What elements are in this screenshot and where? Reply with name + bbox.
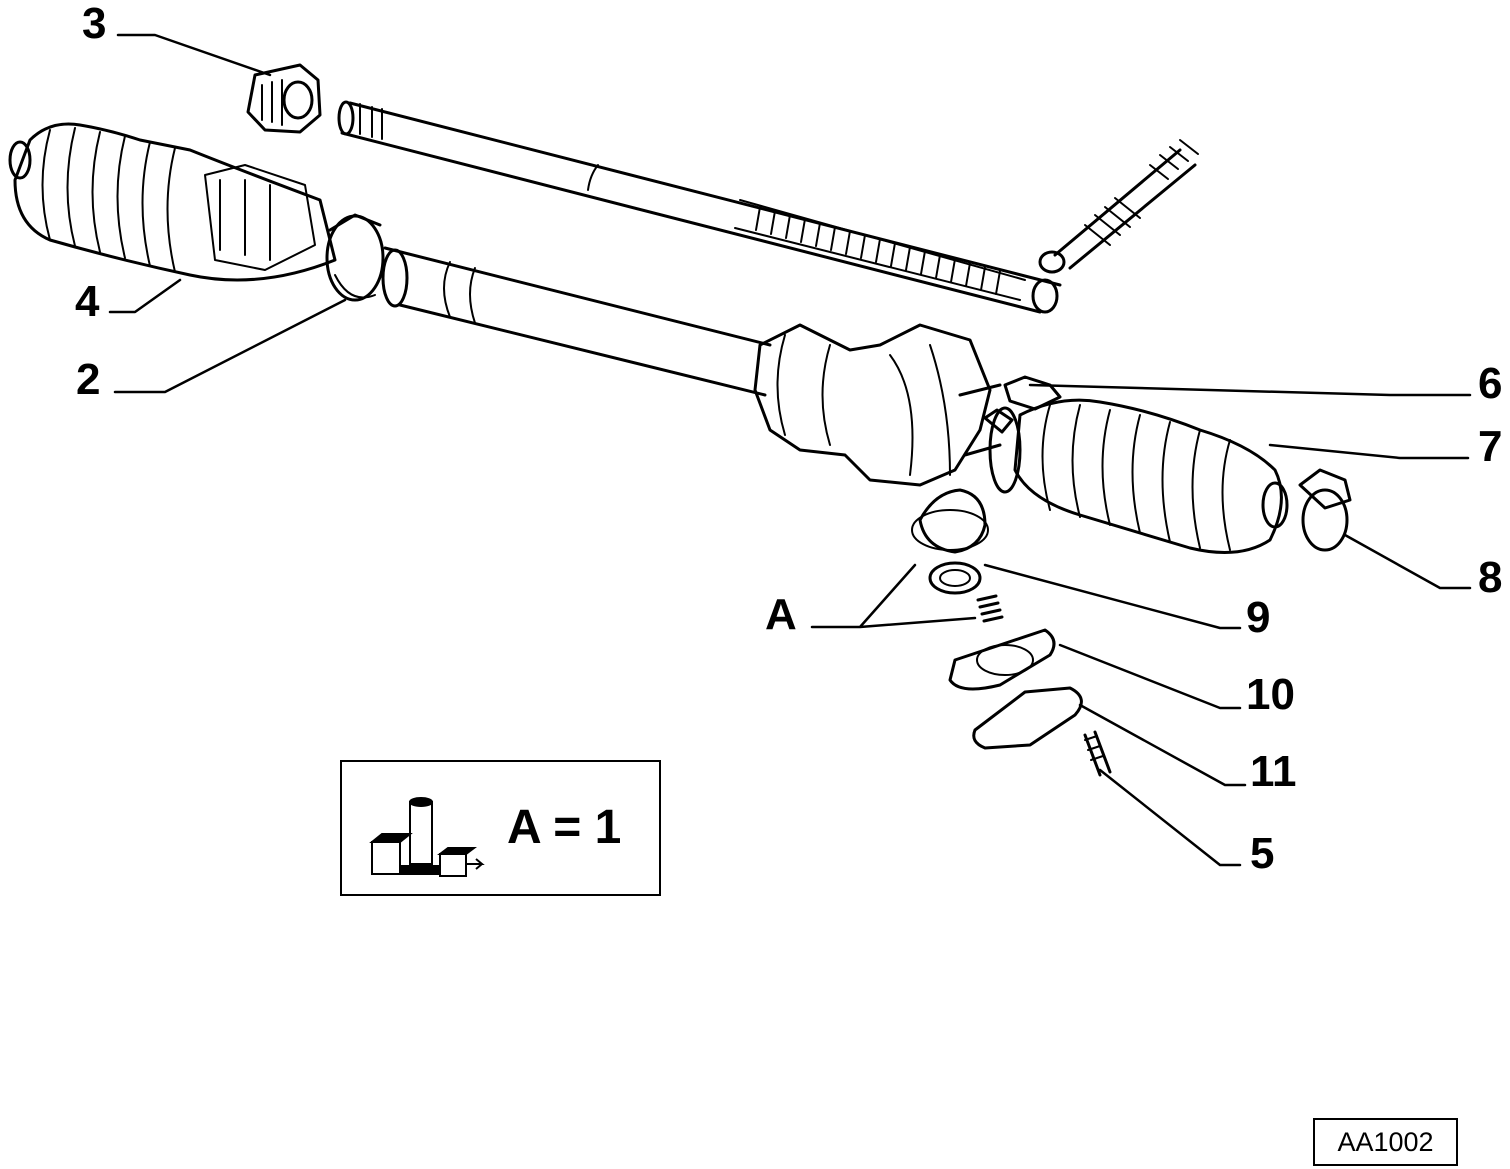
- ring-9: [928, 561, 982, 595]
- callout-7: 7: [1478, 422, 1503, 471]
- callout-3: 3: [82, 0, 107, 48]
- clamp-8: [1298, 468, 1352, 552]
- left-bellows-boot: [8, 122, 337, 282]
- callout-9: 9: [1246, 593, 1271, 642]
- clamp-6-7: [983, 375, 1062, 494]
- callout-8: 8: [1478, 553, 1503, 602]
- callout-5: 5: [1250, 829, 1275, 878]
- legend-text: A = 1: [507, 801, 622, 854]
- callout-4: 4: [75, 277, 100, 326]
- callout-a: A: [765, 590, 797, 639]
- spring: [976, 594, 1004, 623]
- callout-6: 6: [1478, 359, 1503, 408]
- callout-11: 11: [1250, 747, 1297, 796]
- reference-code: AA1002: [1313, 1118, 1458, 1166]
- nut-3: [246, 63, 322, 134]
- rack-housing-tube: [381, 246, 772, 397]
- pinion-shaft: [1038, 139, 1199, 274]
- leader-lines: [108, 33, 1472, 867]
- bolt-5: [1083, 730, 1112, 777]
- right-bellows-boot: [1013, 398, 1289, 554]
- plunger-a: [911, 488, 989, 554]
- callout-10: 10: [1246, 670, 1295, 719]
- kit-icon: [369, 797, 485, 877]
- cover-plate-11: [972, 686, 1083, 750]
- legend-box: A = 1: [340, 760, 661, 896]
- gear-housing: [753, 323, 1002, 487]
- rack-bar: [337, 100, 1062, 314]
- callout-2: 2: [76, 355, 101, 404]
- clamp-2: [325, 213, 385, 302]
- gasket-10: [948, 628, 1056, 691]
